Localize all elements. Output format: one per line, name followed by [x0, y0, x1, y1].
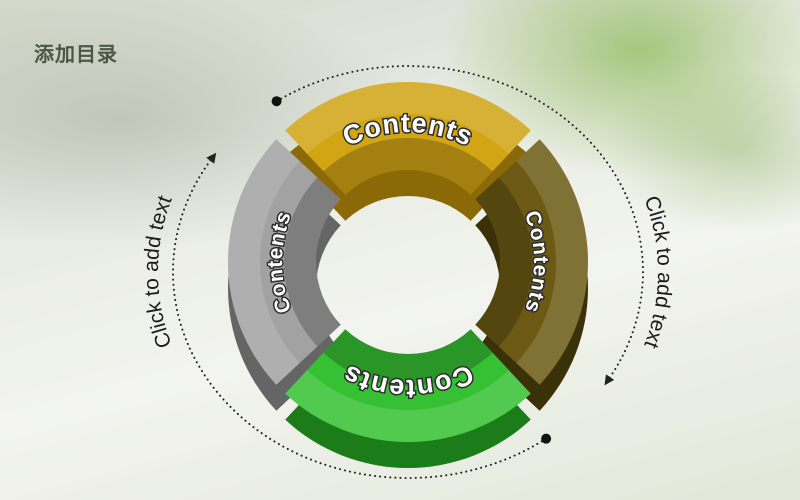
click-to-add-text-right[interactable]: Click to add text	[639, 193, 676, 352]
segment-right-inner-wall	[475, 177, 532, 347]
segment-left-highlight	[227, 139, 300, 385]
segment-right-face	[475, 139, 589, 385]
segment-right[interactable]: Contents	[471, 139, 589, 411]
arc-start-dot	[271, 96, 282, 107]
segment-top-inner-wall	[323, 137, 493, 195]
click-to-add-text-left[interactable]: Click to add text	[140, 192, 177, 351]
arc-start-dot	[541, 433, 552, 444]
dotted-arc-top-right	[275, 64, 645, 386]
segment-top[interactable]: Contents	[285, 82, 531, 221]
click-to-add-text-left-label[interactable]: Click to add text	[140, 192, 177, 351]
segment-right-highlight	[516, 139, 589, 385]
segment-top-face	[285, 82, 531, 195]
segment-bottom[interactable]: Contents	[285, 321, 531, 469]
segment-bottom-inner-wall	[323, 329, 493, 387]
segment-left-inner-wall	[283, 177, 341, 347]
click-to-add-text-right-label[interactable]: Click to add text	[639, 193, 676, 352]
segment-bottom-highlight	[285, 370, 531, 443]
segment-top-highlight	[285, 82, 531, 154]
slide-title[interactable]: 添加目录	[34, 44, 118, 66]
cycle-arrow-clockwise-top	[271, 64, 645, 386]
segment-bottom-face	[285, 329, 531, 443]
segment-left[interactable]: Contents	[227, 139, 345, 411]
segment-left-face	[227, 139, 341, 385]
dotted-arc-bottom-left	[171, 152, 548, 480]
cycle-arrow-clockwise-bottom	[171, 152, 552, 480]
